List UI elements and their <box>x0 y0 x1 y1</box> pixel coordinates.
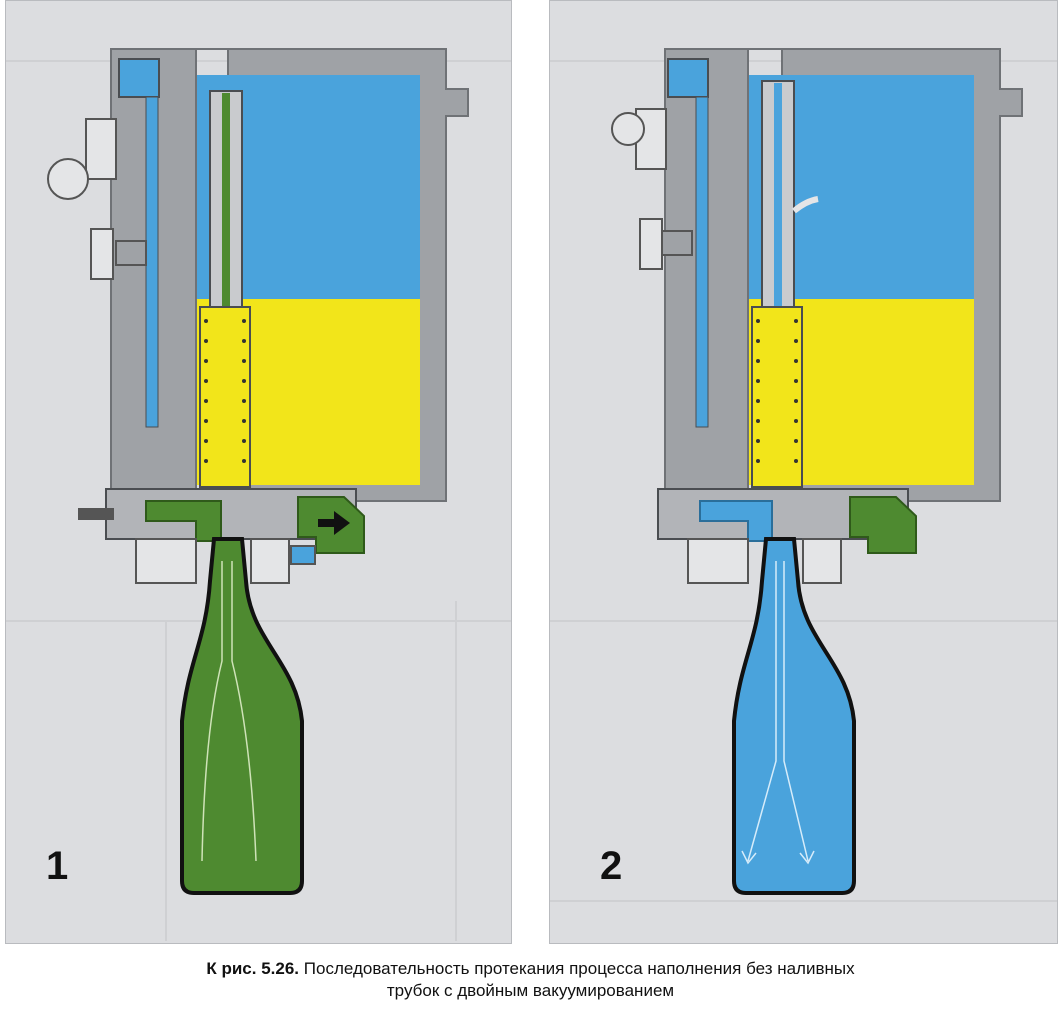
diagram-panel-2: 2 <box>549 0 1058 944</box>
filling-valve-diagram-2 <box>550 48 1057 902</box>
bottle <box>180 537 304 895</box>
gas-tube <box>222 93 230 513</box>
panel-number: 1 <box>46 844 69 888</box>
actuator-assembly <box>47 118 147 280</box>
bottle <box>732 537 856 895</box>
filling-valve-diagram-1 <box>6 48 511 941</box>
arrow-right-icon <box>318 511 350 535</box>
vacuum-channel <box>145 96 159 428</box>
vacuum-chamber-top <box>667 58 709 98</box>
panel-number: 2 <box>600 844 623 888</box>
gas-vent <box>792 196 819 214</box>
centering-bell-left <box>135 538 197 584</box>
centering-bell-right <box>250 538 290 584</box>
snift-port <box>290 545 316 565</box>
vacuum-channel <box>695 96 709 428</box>
liquid-tube <box>774 83 782 513</box>
vacuum-chamber-top <box>118 58 160 98</box>
gas-outlet-block <box>849 496 917 554</box>
caption-line-1: К рис. 5.26. Последовательность протекан… <box>0 958 1061 980</box>
caption-label: К рис. 5.26. <box>206 959 300 978</box>
caption-text-1: Последовательность протекания процесса н… <box>303 959 855 978</box>
centering-bell-left <box>687 538 749 584</box>
figure-caption: К рис. 5.26. Последовательность протекан… <box>0 958 1061 1002</box>
valve-spring <box>751 306 803 488</box>
valve-spring <box>199 306 251 488</box>
actuator-assembly <box>611 108 693 270</box>
caption-line-2: трубок с двойным вакуумированием <box>386 981 675 1000</box>
centering-bell-right <box>802 538 842 584</box>
flow-arrows-icon <box>741 561 815 865</box>
diagram-panel-1: 1 <box>5 0 512 944</box>
vacuum-pipe <box>78 508 114 520</box>
flow-arrows-icon <box>201 561 257 862</box>
spring-coils <box>756 319 798 463</box>
spring-coils <box>204 319 246 463</box>
